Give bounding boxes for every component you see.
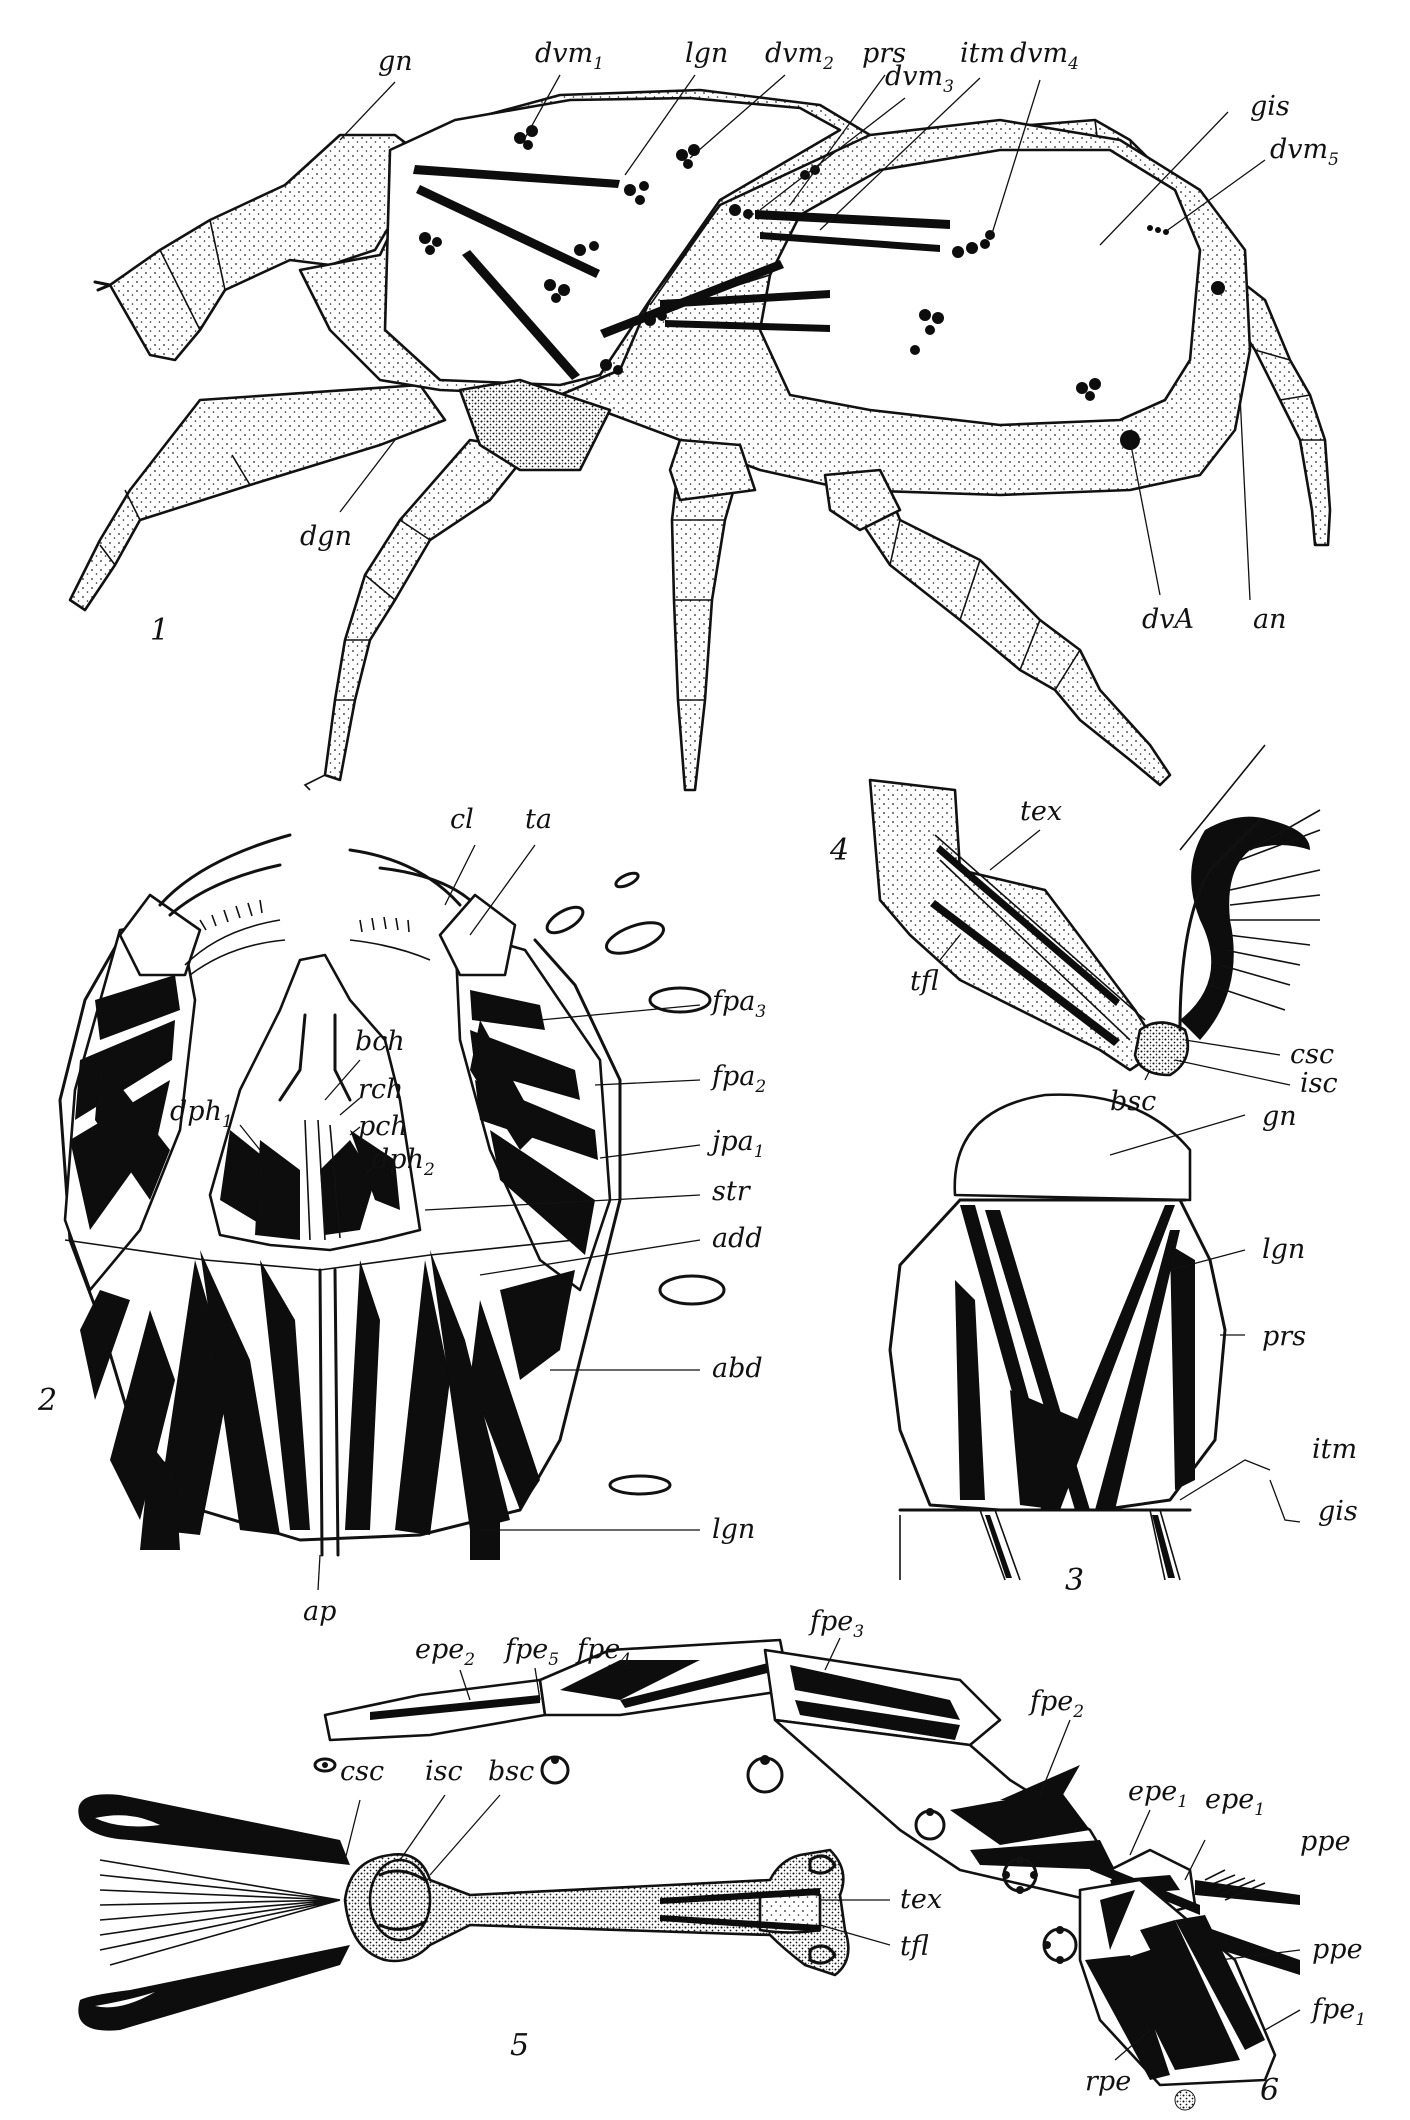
fig1-label-itm: itm: [960, 38, 1005, 69]
fig2-label-add: add: [712, 1223, 763, 1254]
fig3-label-itm: itm: [1312, 1434, 1357, 1465]
fig1-label-dvm2: dvm2: [765, 38, 834, 74]
figure-5-number: 5: [510, 2028, 529, 2063]
fig1-label-lgn: lgn: [685, 38, 728, 69]
fig1-label-dvm5: dvm5: [1270, 134, 1339, 170]
fig1-label-dgn: dgn: [300, 521, 352, 552]
fig2-label-lgn: lgn: [712, 1514, 755, 1545]
fig5-label-tfl: tfl: [900, 1931, 929, 1962]
fig6-label-fpe4: fpe4: [575, 1634, 631, 1670]
fig2-label-str: str: [712, 1176, 752, 1207]
fig6-label-rpe: rpe: [1085, 2066, 1131, 2097]
figure-6-number: 6: [1260, 2073, 1279, 2108]
fig4-label-bsc: bsc: [1110, 1086, 1156, 1117]
figure-1-number: 1: [150, 613, 169, 648]
figure-1-body-lateral: [70, 90, 1330, 790]
fig2-label-dph2: dph2: [372, 1144, 435, 1180]
fig6-label-epe1b: epe1: [1205, 1784, 1265, 1820]
fig3-label-lgn: lgn: [1262, 1234, 1305, 1265]
fig5-label-bsc: bsc: [488, 1756, 534, 1787]
fig1-label-dvm4: dvm4: [1010, 38, 1079, 74]
fig6-label-epe1a: epe1: [1128, 1776, 1188, 1812]
fig3-label-gis: gis: [1318, 1496, 1358, 1527]
fig4-label-tex: tex: [1020, 796, 1062, 827]
fig1-label-gn: gn: [378, 46, 413, 77]
fig6-label-fpe5: fpe5: [503, 1634, 559, 1670]
figure-4-number: 4: [829, 833, 849, 868]
fig2-label-fpa2: fpa2: [710, 1061, 766, 1097]
figure-3-number: 3: [1065, 1563, 1084, 1598]
fig1-label-gis: gis: [1250, 91, 1290, 122]
figure-4-tarsus-claw: [870, 745, 1320, 1075]
fig2-label-dph1: dph1: [170, 1096, 233, 1132]
figure-2-gnathosoma: [60, 835, 724, 1560]
fig2-label-fpa1: jpa1: [707, 1126, 765, 1162]
fig3-label-prs: prs: [1262, 1321, 1306, 1352]
fig2-label-ap: ap: [303, 1596, 336, 1627]
fig5-label-tex: tex: [900, 1884, 942, 1915]
fig6-label-fpe1: fpe1: [1310, 1994, 1366, 2030]
fig3-label-gn: gn: [1262, 1101, 1297, 1132]
fig6-label-ppe: ppe: [1312, 1934, 1363, 1965]
fig6-label-fpe3: fpe3: [808, 1606, 864, 1642]
fig1-label-dvA: dvA: [1142, 604, 1194, 635]
figure-5-claw-dorsal: [78, 1794, 848, 2030]
fig2-label-rch: rch: [358, 1074, 403, 1105]
figure-2-number: 2: [37, 1383, 57, 1418]
fig6-label-epe2: epe2: [415, 1634, 475, 1670]
fig6-label-fpe2: fpe2: [1028, 1686, 1084, 1722]
fig1-label-dvm3: dvm3: [885, 61, 954, 97]
fig4-label-csc: csc: [1290, 1039, 1334, 1070]
fig1-label-an: an: [1253, 604, 1287, 635]
fig5-label-csc: csc: [340, 1756, 384, 1787]
fig2-label-fpa3: fpa3: [710, 986, 766, 1022]
fig1-label-dvm1: dvm1: [535, 38, 604, 74]
fig4-label-isc: isc: [1300, 1068, 1338, 1099]
fig2-label-cl: cl: [450, 804, 474, 835]
fig2-label-ta: ta: [525, 804, 552, 835]
fig4-label-tfl: tfl: [910, 966, 939, 997]
fig2-label-abd: abd: [712, 1353, 763, 1384]
fig2-label-bch: bch: [355, 1026, 405, 1057]
figure-3-gnathosoma-muscles: [890, 1095, 1225, 1580]
fig5-label-isc: isc: [425, 1756, 463, 1787]
fig6-label-ppe-top: ppe: [1300, 1826, 1351, 1857]
fig2-label-pch: pch: [358, 1111, 408, 1142]
